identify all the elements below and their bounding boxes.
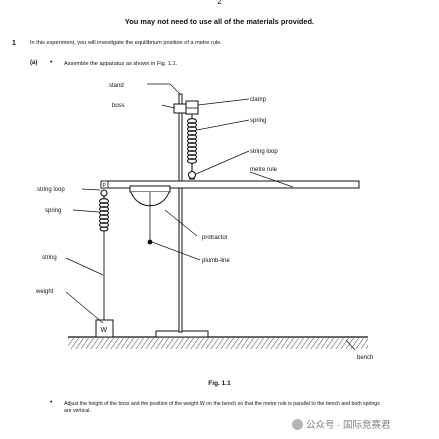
- materials-notice: You may not need to use all of the mater…: [124, 17, 315, 26]
- plumb-line: [147, 192, 153, 245]
- label-boss: boss: [112, 103, 125, 109]
- label-string-loop-left: string loop: [37, 187, 65, 193]
- pivot-marker: [100, 180, 109, 189]
- figure-caption: Fig. 1.1: [208, 380, 231, 387]
- adjust-instruction: Adjust the height of the boss and the po…: [64, 401, 380, 414]
- part-a-instruction: Assemble the apparatus as shown in Fig. …: [64, 61, 178, 67]
- label-clamp: clamp: [250, 97, 267, 103]
- part-a-label: (a): [30, 60, 38, 66]
- label-string: string: [42, 255, 57, 261]
- label-plumb-line: plumb-line: [202, 258, 230, 264]
- label-spring-left: spring: [45, 208, 61, 214]
- bullet-point: •: [50, 59, 53, 66]
- bench-surface: [68, 336, 368, 349]
- left-spring: [98, 189, 110, 232]
- question-intro: In this experiment, you will investigate…: [30, 40, 222, 46]
- right-spring: [186, 118, 198, 180]
- label-stand: stand: [109, 83, 124, 89]
- label-pivot-letter: P: [103, 183, 107, 189]
- label-protractor: protractor: [202, 235, 228, 241]
- wechat-icon: [292, 419, 303, 430]
- label-weight: weight: [35, 289, 54, 295]
- retort-stand: [155, 93, 209, 338]
- label-weight-letter: W: [101, 327, 108, 334]
- bullet-point-2: •: [50, 399, 53, 406]
- page-number: 2: [217, 0, 222, 6]
- label-spring-right: spring: [250, 118, 266, 124]
- label-bench: bench: [357, 355, 373, 361]
- boss-clamp: [173, 100, 199, 118]
- weight-block: [95, 319, 114, 338]
- question-number: 1: [12, 40, 16, 47]
- leader-lines: [65, 83, 356, 351]
- watermark-text: 公众号 · 国际竞赛君: [306, 420, 391, 431]
- label-metre-rule: metre rule: [250, 167, 278, 173]
- watermark: 公众号 · 国际竞赛君: [292, 417, 390, 431]
- label-string-loop-right: string loop: [250, 149, 278, 155]
